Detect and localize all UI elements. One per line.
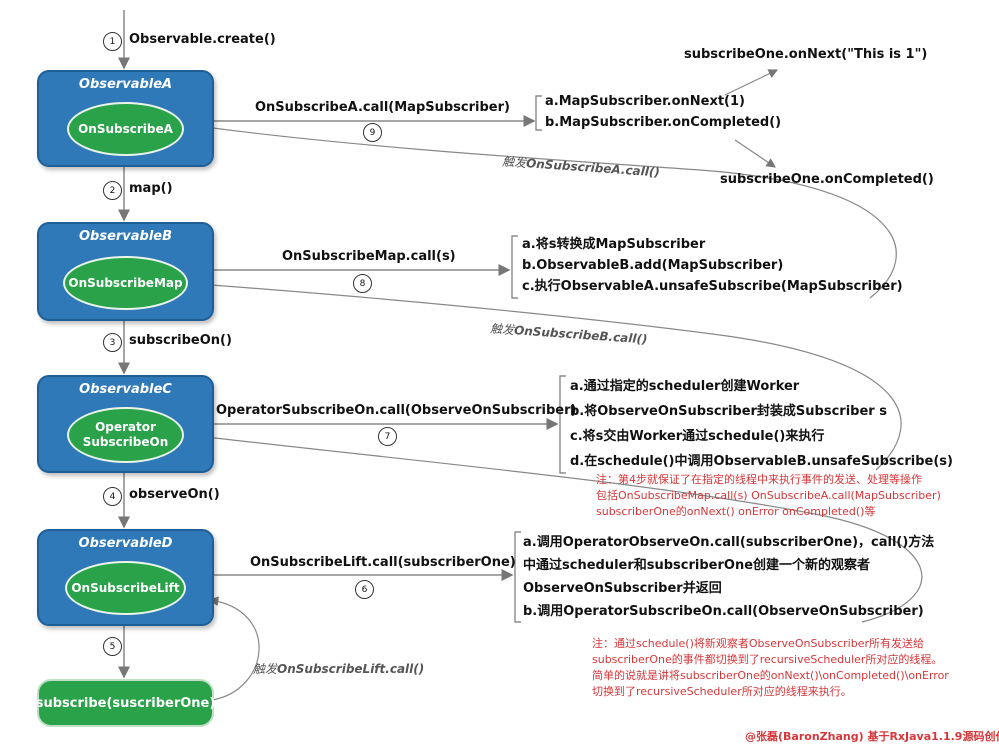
step-1-label: Observable.create() bbox=[129, 32, 276, 47]
note-schedule-line-4: 切换到了recursiveScheduler所对应的线程来执行。 bbox=[592, 685, 852, 698]
note-schedule: 注：通过schedule()将新观察者ObserveOnSubscriber所有… bbox=[592, 636, 949, 700]
step-8-label: OnSubscribeMap.call(s) bbox=[282, 249, 456, 264]
credit-line: @张磊(BaronZhang) 基于RxJava1.1.9源码创作 bbox=[745, 728, 999, 744]
step-4-marker: 4 bbox=[103, 487, 122, 506]
note-step4-line-3: subscriberOne的onNext() onError onComplet… bbox=[596, 505, 876, 518]
note-schedule-line-2: subscriberOne的事件都切换到了recursiveScheduler所… bbox=[592, 653, 943, 666]
group-c-line-4: d.在schedule()中调用ObservableB.unsafeSubscr… bbox=[570, 454, 953, 469]
group-b-line-1: a.将s转换成MapSubscriber bbox=[522, 237, 706, 252]
observable-d-box: ObservableD OnSubscribeLift bbox=[37, 529, 214, 626]
step-3-label: subscribeOn() bbox=[129, 333, 232, 348]
trigger-a-prefix: 触发 bbox=[501, 154, 527, 171]
operator-subscribe-on-line1: Operator bbox=[95, 420, 156, 434]
trigger-b-prefix: 触发 bbox=[489, 321, 515, 338]
step-7-label: OperatorSubscribeOn.call(ObserveOnSubscr… bbox=[216, 403, 577, 418]
group-b-line-2: b.ObservableB.add(MapSubscriber) bbox=[522, 258, 784, 273]
observable-d-title: ObservableD bbox=[78, 536, 173, 551]
trigger-curve-a bbox=[196, 122, 897, 299]
step-8-marker: 8 bbox=[353, 274, 372, 293]
group-c-line-2: b.将ObserveOnSubscriber封装成Subscriber s bbox=[570, 404, 887, 419]
group-c-line-1: a.通过指定的scheduler创建Worker bbox=[570, 379, 800, 394]
credit-prefix: @张磊(BaronZhang) 基于 bbox=[745, 730, 890, 743]
note-schedule-line-1: 注：通过schedule()将新观察者ObserveOnSubscriber所有… bbox=[592, 637, 925, 650]
note-schedule-line-3: 简单的说就是讲将subscriberOne的onNext()\onComplet… bbox=[592, 669, 949, 682]
bracket-a bbox=[535, 95, 542, 131]
operator-subscribe-on-line2: SubscribeOn bbox=[82, 435, 169, 449]
step-4-label: observeOn() bbox=[129, 487, 220, 502]
note-step4-line-1: 注：第4步就保证了在指定的线程中来执行事件的发送、处理等操作 bbox=[596, 473, 922, 486]
group-d-list: a.调用OperatorObserveOn.call(subscriberOne… bbox=[523, 531, 934, 623]
operator-subscribe-on-ellipse: Operator SubscribeOn bbox=[67, 407, 184, 463]
trigger-curve-lift bbox=[208, 596, 260, 701]
step-6-label: OnSubscribeLift.call(subscriberOne) bbox=[250, 555, 516, 570]
note-step4: 注：第4步就保证了在指定的线程中来执行事件的发送、处理等操作 包括OnSubsc… bbox=[596, 472, 941, 520]
group-a-line-2: b.MapSubscriber.onCompleted() bbox=[545, 115, 782, 130]
observable-c-title: ObservableC bbox=[79, 382, 172, 397]
trigger-lift-prefix: 触发 bbox=[253, 662, 278, 676]
note-step4-line-2: 包括OnSubscribeMap.call(s) OnSubscribeA.ca… bbox=[596, 489, 941, 502]
credit-lib: RxJava1.1.9 bbox=[889, 730, 963, 743]
trigger-lift-name: OnSubscribeLift.call() bbox=[277, 662, 425, 676]
on-completed-note: subscribeOne.onCompleted() bbox=[720, 172, 934, 187]
step-9-marker: 9 bbox=[363, 123, 382, 142]
observable-b-box: ObservableB OnSubscribeMap bbox=[37, 222, 214, 321]
bracket-d bbox=[514, 531, 521, 623]
group-b-list: a.将s转换成MapSubscriber b.ObservableB.add(M… bbox=[522, 234, 903, 297]
observable-a-box: ObservableA OnSubscribeA bbox=[37, 70, 214, 167]
observable-c-box: ObservableC Operator SubscribeOn bbox=[37, 375, 214, 473]
group-c-line-3: c.将s交由Worker通过schedule()来执行 bbox=[570, 429, 825, 444]
trigger-curve-b bbox=[196, 279, 902, 471]
group-d-line-3: ObserveOnSubscriber并返回 bbox=[523, 581, 722, 596]
step-9-label: OnSubscribeA.call(MapSubscriber) bbox=[255, 100, 510, 115]
observable-a-title: ObservableA bbox=[78, 77, 173, 92]
group-d-line-1: a.调用OperatorObserveOn.call(subscriberOne… bbox=[523, 535, 935, 550]
trigger-lift-label: 触发OnSubscribeLift.call() bbox=[253, 660, 424, 677]
bracket-c bbox=[559, 375, 566, 474]
trigger-curve-c bbox=[196, 432, 923, 623]
step-7-marker: 7 bbox=[378, 427, 397, 446]
branch-onnext bbox=[724, 69, 779, 96]
bracket-b bbox=[511, 235, 518, 299]
on-subscribe-map-ellipse: OnSubscribeMap bbox=[63, 256, 188, 310]
group-d-line-2: 中通过scheduler和subscriberOne创建一个新的观察者 bbox=[523, 558, 871, 573]
group-b-line-3: c.执行ObservableA.unsafeSubscribe(MapSubsc… bbox=[522, 279, 903, 294]
step-2-marker: 2 bbox=[103, 181, 122, 200]
group-a-list: a.MapSubscriber.onNext(1) b.MapSubscribe… bbox=[545, 91, 781, 133]
step-5-marker: 5 bbox=[103, 637, 122, 656]
step-3-marker: 3 bbox=[103, 333, 122, 352]
on-subscribe-a-ellipse: OnSubscribeA bbox=[67, 102, 184, 156]
credit-suffix: 源码创作 bbox=[962, 730, 999, 743]
on-subscribe-lift-ellipse: OnSubscribeLift bbox=[65, 561, 186, 615]
observable-b-title: ObservableB bbox=[78, 229, 173, 244]
step-2-label: map() bbox=[129, 181, 173, 196]
branch-oncompleted bbox=[734, 139, 776, 168]
subscribe-node: subscribe(suscriberOne) bbox=[36, 679, 215, 727]
group-c-list: a.通过指定的scheduler创建Worker b.将ObserveOnSub… bbox=[570, 374, 953, 474]
step-6-marker: 6 bbox=[355, 580, 374, 599]
group-d-line-4: b.调用OperatorSubscribeOn.call(ObserveOnSu… bbox=[523, 604, 924, 619]
group-a-line-1: a.MapSubscriber.onNext(1) bbox=[545, 94, 745, 109]
step-1-marker: 1 bbox=[103, 32, 122, 51]
on-next-note: subscribeOne.onNext("This is 1") bbox=[684, 47, 928, 62]
